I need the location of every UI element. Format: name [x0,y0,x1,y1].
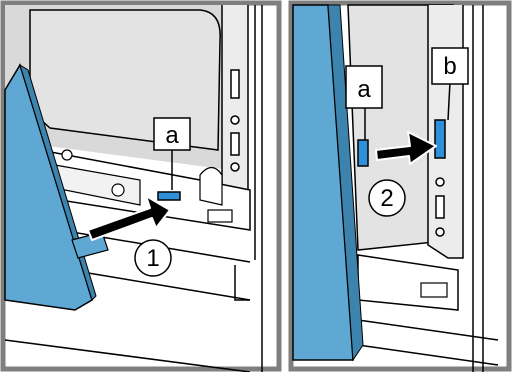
hinge-slot-a [157,191,181,201]
appliance-front [29,9,221,151]
callout-box-b [431,47,469,85]
door-panel [4,63,93,311]
step-number-circle [134,239,172,277]
hinge-socket [420,282,448,298]
callout-leader [447,81,451,121]
callout-label-a: a [357,76,371,103]
hinge-screw [111,183,125,197]
cabinet-edge [472,5,484,372]
callout-label-b: b [443,53,456,80]
step-number-circle [368,179,406,217]
step-number-1: 1 [146,245,159,272]
frame-hole [435,227,445,237]
hinge-arm [199,166,223,206]
push-arrow [87,195,171,241]
rail-bracket [234,265,250,301]
frame-hole [230,115,240,125]
frame-slot [435,195,445,219]
frame-hole [230,162,240,172]
frame-hole [435,177,445,187]
frame-slot [230,69,240,99]
rail-line [357,319,499,366]
step-1-illustration: a 1 [0,0,282,372]
frame-slot [230,132,240,156]
callout-box-a [345,65,383,109]
hinge-screw [61,149,73,161]
step-1-panel: a 1 [0,0,282,372]
step-2-illustration: a b 2 [288,0,512,372]
step-number-2: 2 [380,185,393,212]
insert-arrow [375,131,437,165]
hinge-tab-a [357,139,369,167]
hinge-slot-b [434,119,446,159]
step-2-panel: a b 2 [288,0,512,372]
cabinet-edge [254,5,263,372]
door-panel-edge [327,4,364,362]
hinge-socket [207,209,233,223]
callout-box-a [153,117,191,151]
callout-label-a: a [165,122,179,149]
